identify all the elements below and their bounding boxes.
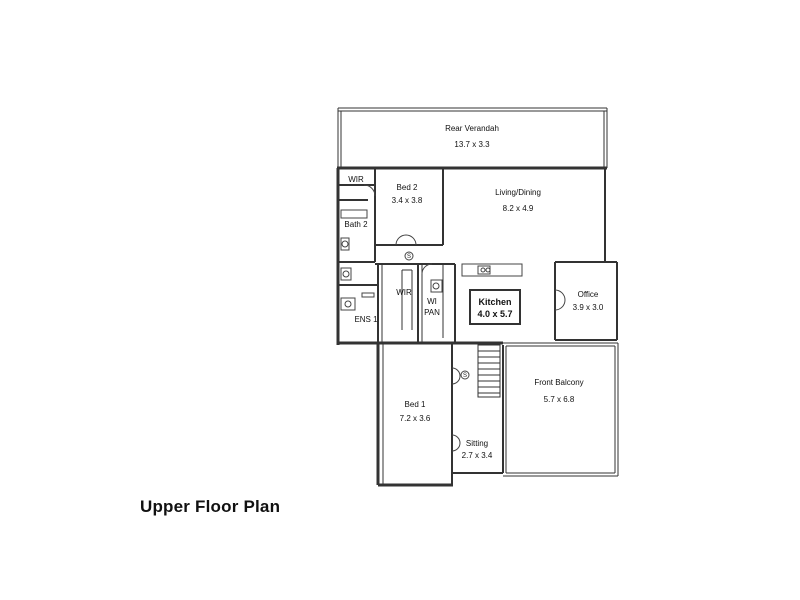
rear-verandah-label: Rear Verandah <box>445 124 499 133</box>
wi-pan-label-1: WI <box>427 297 437 306</box>
living-dining: Living/Dining 8.2 x 4.9 <box>495 188 541 213</box>
front-balcony-size: 5.7 x 6.8 <box>544 395 575 404</box>
rear-verandah: Rear Verandah 13.7 x 3.3 <box>337 107 608 168</box>
wir-top-label: WIR <box>348 175 364 184</box>
kitchen-size: 4.0 x 5.7 <box>477 309 512 319</box>
ens1-label: ENS 1 <box>354 315 378 324</box>
bed1-label: Bed 1 <box>405 400 426 409</box>
rear-verandah-size: 13.7 x 3.3 <box>454 140 490 149</box>
stairs <box>477 344 501 398</box>
kitchen-label: Kitchen <box>478 297 511 307</box>
page-title: Upper Floor Plan <box>140 497 281 516</box>
wi-pan-label-2: PAN <box>424 308 440 317</box>
living-dining-size: 8.2 x 4.9 <box>503 204 534 213</box>
marker-s-1-text: S <box>407 254 411 260</box>
front-balcony: Front Balcony 5.7 x 6.8 <box>503 342 619 477</box>
sitting-size: 2.7 x 3.4 <box>462 451 493 460</box>
marker-s-2 <box>460 370 470 380</box>
marker-s-2-text: S <box>463 373 467 379</box>
marker-s-1 <box>404 251 414 261</box>
office: Office 3.9 x 3.0 <box>554 261 618 341</box>
office-label: Office <box>578 290 599 299</box>
bed2-area: Bed 2 3.4 x 3.8 WIR Bath 2 S <box>338 168 444 281</box>
front-balcony-label: Front Balcony <box>534 378 583 387</box>
outer-walls <box>336 166 607 487</box>
wir-mid-label: WIR <box>396 288 412 297</box>
middle-block: WIR WI PAN ENS 1 <box>338 263 455 343</box>
kitchen: Kitchen 4.0 x 5.7 <box>454 263 523 343</box>
bed1-size: 7.2 x 3.6 <box>400 414 431 423</box>
sitting-label: Sitting <box>466 439 488 448</box>
office-size: 3.9 x 3.0 <box>573 303 604 312</box>
bed2-label: Bed 2 <box>397 183 418 192</box>
bed2-size: 3.4 x 3.8 <box>392 196 423 205</box>
bath2-label: Bath 2 <box>344 220 368 229</box>
bed1-area: S Bed 1 7.2 x 3.6 Sitting 2.7 x 3.4 <box>400 367 493 460</box>
living-dining-label: Living/Dining <box>495 188 541 197</box>
